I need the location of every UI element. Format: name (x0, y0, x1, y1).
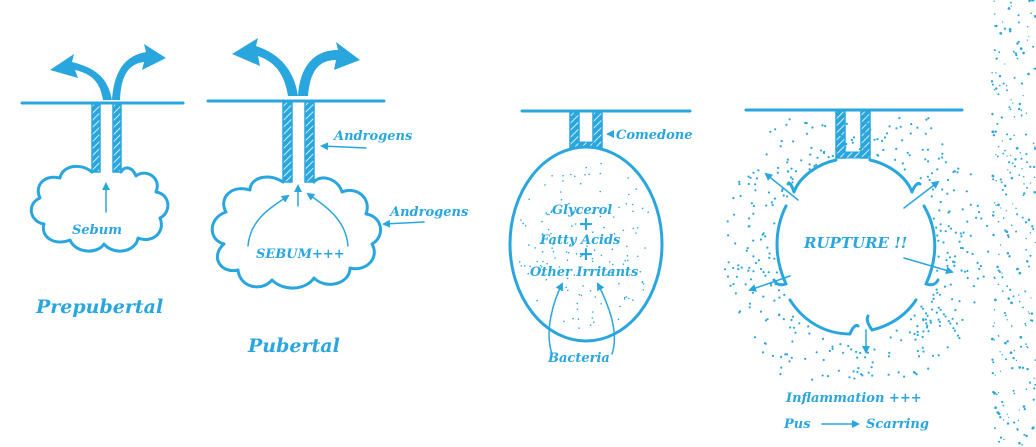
inflammation-stipple (723, 117, 990, 381)
bacteria-arrow (597, 282, 616, 355)
androgens-arrow (320, 142, 367, 151)
stage-comedone: Comedone Glycerol + Fatty Acids + Other … (508, 109, 693, 366)
scarring-label: Scarring (866, 417, 929, 432)
androgens-label: Androgens (388, 205, 469, 220)
hair-follicle-duct (282, 101, 315, 183)
sebaceous-gland (29, 164, 170, 253)
sebum-flow-arrows (50, 44, 166, 100)
ruptured-wall (772, 158, 940, 336)
glycerol-label: Glycerol (552, 203, 612, 218)
sebaceous-gland (210, 175, 382, 290)
hair-follicle-duct (569, 111, 603, 149)
sebum-push-arrow (247, 194, 290, 247)
comedone-sac (508, 145, 664, 343)
stage-title-pubertal: Pubertal (247, 335, 340, 357)
androgens-arrow (382, 219, 425, 228)
inflammation-label: Inflammation +++ (785, 391, 922, 406)
stage-rupture: RUPTURE !! Inflammation +++ Pus Scarring (723, 108, 990, 432)
rupture-label: RUPTURE !! (803, 234, 907, 252)
sac-contents-stipple (518, 162, 649, 329)
fatty-acids-label: Fatty Acids (539, 233, 621, 248)
sebum-push-arrow (306, 192, 349, 247)
androgens-label: Androgens (332, 129, 413, 144)
rupture-arrows (748, 172, 954, 354)
sebum-plus-label: SEBUM+++ (256, 247, 345, 262)
stage-prepubertal: Sebum Prepubertal (20, 44, 185, 318)
comedone-label: Comedone (616, 128, 693, 143)
plus-sign: + (578, 243, 594, 265)
sebum-label: Sebum (72, 223, 122, 238)
pus-label: Pus (783, 417, 811, 432)
bacteria-label: Bacteria (547, 351, 610, 366)
edge-speckle (990, 0, 1036, 446)
stage-title-prepubertal: Prepubertal (35, 296, 163, 318)
sebum-flow-arrows (232, 38, 360, 96)
other-irritants-label: Other Irritants (530, 265, 639, 280)
plus-sign: + (578, 213, 594, 235)
hair-follicle-duct (91, 103, 122, 173)
stage-pubertal: Androgens Androgens SEBUM+++ Pubertal (206, 38, 469, 357)
bacteria-arrow (548, 282, 563, 355)
